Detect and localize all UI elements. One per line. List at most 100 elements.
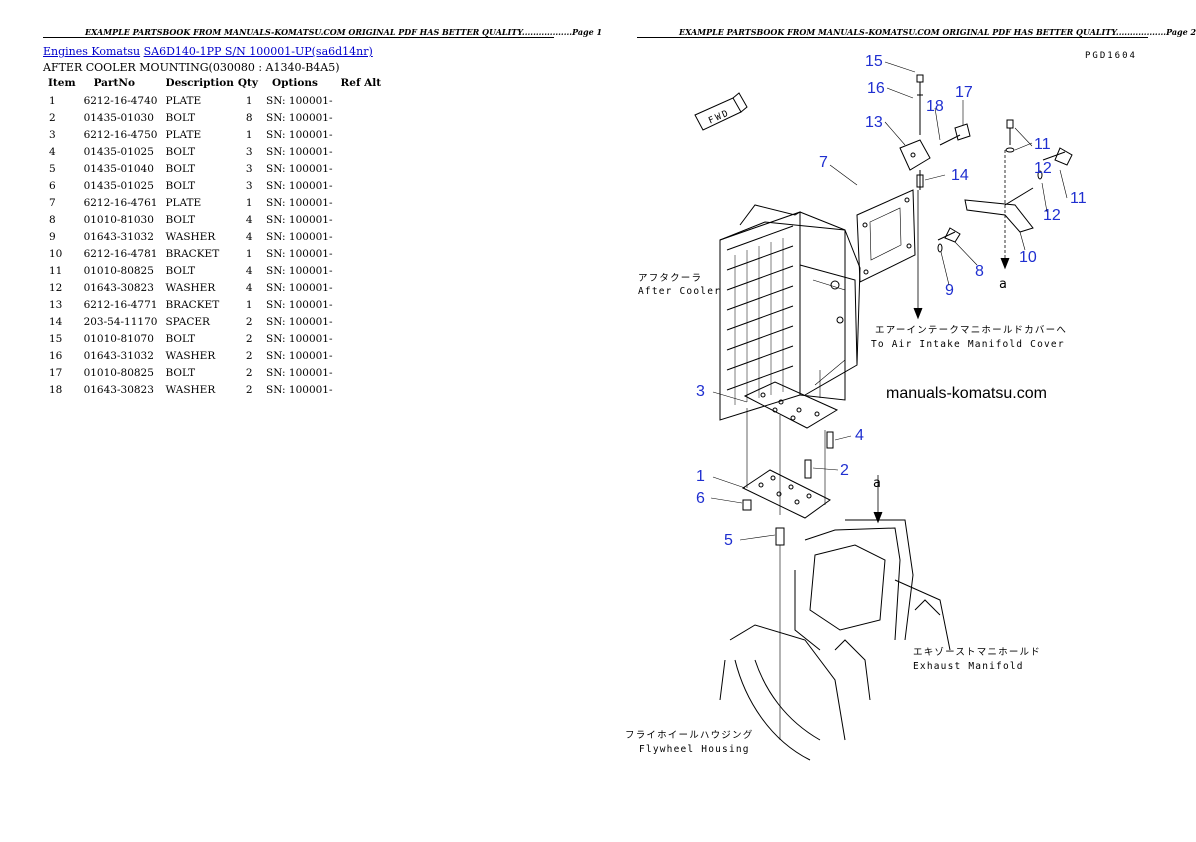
cell-refalt [337, 381, 386, 398]
cell-options: SN: 100001- [266, 179, 333, 192]
column-header-partno: PartNo [93, 76, 135, 89]
column-header-options: Options [272, 76, 318, 89]
cell-item: 7 [49, 196, 56, 209]
cell-qty: 2 [245, 349, 253, 362]
callout-15: 15 [865, 53, 883, 70]
cell-qty: 2 [245, 332, 253, 345]
cell-partno: 01435-01040 [83, 162, 154, 175]
cell-description: BOLT [165, 264, 196, 277]
callout-11-right: 11 [1070, 190, 1087, 207]
cell-options: SN: 100001- [266, 247, 333, 260]
cell-partno: 6212-16-4750 [83, 128, 158, 141]
cell-item: 13 [49, 298, 63, 311]
cell-refalt [337, 347, 386, 364]
breadcrumb-link-model[interactable]: SA6D140-1PP S/N 100001-UP(sa6d14nr) [143, 45, 373, 58]
cell-item: 9 [49, 230, 56, 243]
cell-qty: 3 [245, 179, 253, 192]
cell-options: SN: 100001- [266, 128, 333, 141]
callout-3: 3 [696, 383, 705, 400]
cell-partno: 01010-81030 [83, 213, 154, 226]
cell-options: SN: 100001- [266, 145, 333, 158]
cell-qty: 1 [245, 298, 253, 311]
cell-item: 15 [49, 332, 63, 345]
cell-refalt [337, 194, 386, 211]
callout-5: 5 [724, 532, 733, 549]
cell-item: 6 [49, 179, 56, 192]
column-header-qty: Qty [237, 76, 259, 89]
callout-2: 2 [840, 462, 849, 479]
label-intake-jp: エアーインテークマニホールドカバーへ [875, 325, 1067, 336]
cell-refalt [337, 92, 386, 109]
cell-qty: 2 [245, 366, 253, 379]
label-exhaust-en: Exhaust Manifold [913, 661, 1024, 672]
column-header-refalt: Ref Alt [340, 76, 382, 89]
exploded-parts-diagram: PGD1604 FWD 15 16 18 17 13 7 14 11 12 11… [625, 51, 1135, 761]
plate-7-drawing [856, 189, 916, 283]
page-2: EXAMPLE PARTSBOOK FROM MANUALS-KOMATSU.C… [595, 0, 1196, 842]
cell-description: WASHER [165, 383, 216, 396]
label-after-cooler-en: After Cooler [638, 286, 721, 297]
cell-item: 14 [49, 315, 63, 328]
column-header-description: Description [165, 76, 234, 89]
cell-qty: 8 [245, 111, 253, 124]
section-title: AFTER COOLER MOUNTING(030080 : A1340-B4A… [43, 61, 340, 74]
cell-partno: 01010-80825 [83, 366, 154, 379]
cell-options: SN: 100001- [266, 298, 333, 311]
breadcrumb: Engines Komatsu SA6D140-1PP S/N 100001-U… [43, 45, 373, 58]
cell-refalt [337, 279, 386, 296]
cell-options: SN: 100001- [266, 349, 333, 362]
cell-item: 10 [49, 247, 63, 260]
label-after-cooler-jp: アフタクーラ [638, 273, 702, 284]
cell-partno: 6212-16-4781 [83, 247, 158, 260]
callout-18: 18 [926, 98, 944, 115]
cell-options: SN: 100001- [266, 366, 333, 379]
cell-description: PLATE [165, 128, 202, 141]
reference-letter-a-top: a [999, 277, 1007, 292]
cell-item: 4 [49, 145, 56, 158]
cell-options: SN: 100001- [266, 264, 333, 277]
cell-refalt [337, 126, 386, 143]
cell-refalt [337, 313, 386, 330]
cell-item: 5 [49, 162, 56, 175]
cell-options: SN: 100001- [266, 111, 333, 124]
header-divider [637, 37, 1148, 38]
cell-partno: 6212-16-4761 [83, 196, 158, 209]
cell-description: PLATE [165, 94, 202, 107]
cell-options: SN: 100001- [266, 332, 333, 345]
engine-block-drawing [719, 519, 951, 761]
breadcrumb-link-engines[interactable]: Engines Komatsu [43, 45, 141, 58]
cell-options: SN: 100001- [266, 230, 333, 243]
cell-partno: 01643-31032 [83, 230, 154, 243]
cell-options: SN: 100001- [266, 196, 333, 209]
cell-partno: 6212-16-4771 [83, 298, 158, 311]
cell-partno: 01435-01030 [83, 111, 154, 124]
cell-item: 12 [49, 281, 63, 294]
cell-description: BOLT [165, 145, 196, 158]
callout-12-right: 12 [1043, 207, 1061, 224]
cell-description: BOLT [165, 162, 196, 175]
cell-qty: 1 [245, 196, 253, 209]
fwd-label: FWD [707, 108, 731, 126]
cell-item: 1 [49, 94, 56, 107]
cell-refalt [337, 143, 386, 160]
parts-table: Item PartNo Description Qty Options Ref … [44, 76, 385, 398]
cell-item: 16 [49, 349, 63, 362]
cell-description: SPACER [165, 315, 210, 328]
page-header: EXAMPLE PARTSBOOK FROM MANUALS-KOMATSU.C… [85, 27, 603, 37]
cell-qty: 1 [245, 128, 253, 141]
cell-description: BOLT [165, 213, 196, 226]
callout-8: 8 [975, 263, 984, 280]
cell-description: PLATE [165, 196, 202, 209]
